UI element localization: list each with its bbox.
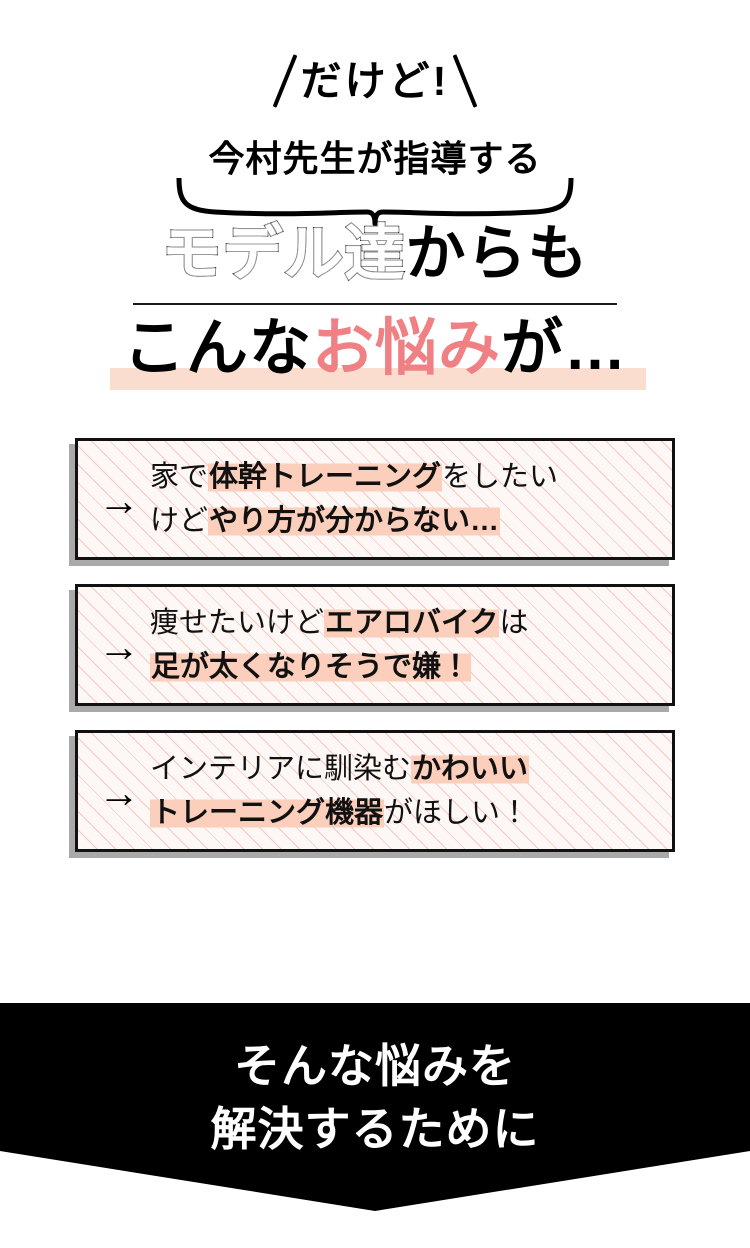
arrow-right-icon: → — [98, 623, 140, 670]
kicker-slash-right-icon — [452, 54, 478, 108]
solution-banner-line-2: 解決するために — [210, 1103, 540, 1156]
problem-box: →痩せたいけどエアロバイクは足が太くなりそうで嫌！ — [69, 584, 675, 712]
problem-text-segment: かわいい — [411, 752, 530, 785]
arrow-right-icon: → — [98, 769, 140, 816]
problem-text-segment: 足が太くなりそうで嫌！ — [150, 651, 472, 683]
headline-line2-accent: お悩み — [311, 314, 501, 383]
headline-highlight-bar — [110, 368, 646, 390]
problem-text-segment: トレーニング機器 — [150, 797, 385, 829]
headline-solid-text: からも — [405, 220, 589, 287]
problem-box-list: →家で体幹トレーニングをしたいけどやり方が分からない…→痩せたいけどエアロバイク… — [0, 438, 750, 876]
curly-brace-icon — [176, 178, 574, 226]
main-headline: モデル達からも こんなお悩みが… — [0, 220, 750, 390]
problem-text-segment: 家で — [150, 460, 209, 493]
problem-box-text: 痩せたいけどエアロバイクは足が太くなりそうで嫌！ — [150, 601, 658, 689]
problem-box-inner: →痩せたいけどエアロバイクは足が太くなりそうで嫌！ — [75, 584, 675, 706]
problem-box-inner: →インテリアに馴染むかわいいトレーニング機器がほしい！ — [75, 730, 675, 852]
headline-line-2: こんなお悩みが… — [0, 314, 750, 383]
problem-text-segment: インテリアに馴染む — [150, 752, 412, 785]
brace-heading-block: 今村先生が指導する — [0, 138, 750, 226]
problem-text-segment: エアロバイク — [324, 606, 500, 639]
headline-outline-text: モデル達 — [161, 220, 406, 287]
headline-line-2-wrap: こんなお悩みが… — [0, 314, 750, 395]
headline-underline-rule — [133, 303, 617, 305]
problem-text-segment: 痩せたいけど — [150, 606, 325, 639]
solution-banner-text: そんな悩みを 解決するために — [0, 1035, 750, 1162]
problem-text-segment: やり方が分からない… — [208, 505, 501, 537]
problem-text-segment: をしたい — [442, 460, 559, 493]
kicker-label: だけど! — [300, 57, 450, 104]
headline-line-1: モデル達からも — [0, 220, 750, 287]
brace-heading-label: 今村先生が指導する — [208, 138, 542, 179]
problem-text-segment: は — [499, 606, 529, 639]
kicker-banner: だけど! — [0, 50, 750, 112]
headline-line2-prefix: こんな — [122, 314, 312, 383]
problem-text-segment: けど — [150, 505, 209, 537]
headline-line2-suffix: が… — [501, 314, 628, 383]
problem-box-text: インテリアに馴染むかわいいトレーニング機器がほしい！ — [150, 747, 658, 835]
problem-box: →家で体幹トレーニングをしたいけどやり方が分からない… — [69, 438, 675, 566]
problem-text-segment: がほしい！ — [384, 797, 530, 829]
kicker-slash-left-icon — [272, 54, 298, 108]
solution-banner: そんな悩みを 解決するために — [0, 1003, 750, 1211]
arrow-right-icon: → — [98, 477, 140, 524]
solution-banner-line-1: そんな悩みを — [234, 1040, 516, 1092]
problem-text-segment: 体幹トレーニング — [208, 460, 443, 493]
problem-box-text: 家で体幹トレーニングをしたいけどやり方が分からない… — [150, 455, 658, 543]
problem-box: →インテリアに馴染むかわいいトレーニング機器がほしい！ — [69, 730, 675, 858]
problem-box-inner: →家で体幹トレーニングをしたいけどやり方が分からない… — [75, 438, 675, 560]
